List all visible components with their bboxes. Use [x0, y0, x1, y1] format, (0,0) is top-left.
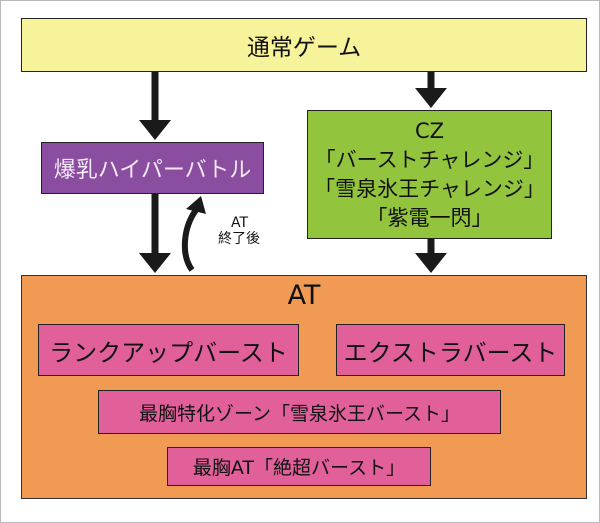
node-normal-game: 通常ゲーム	[21, 18, 587, 72]
node-zetsu-burst-label: 最胸AT「絶超バースト」	[192, 457, 406, 479]
node-cz-line-1: 「バーストチャレンジ」	[314, 147, 545, 172]
node-extra-burst: エクストラバースト	[336, 324, 565, 376]
node-battle-label: 爆乳ハイパーバトル	[53, 158, 252, 183]
node-rank-up-burst: ランクアップバースト	[38, 324, 299, 376]
node-kyoku-zone: 最胸特化ゾーン「雪泉氷王バースト」	[98, 390, 501, 434]
arrow-cz-to-at-head	[415, 253, 447, 273]
arrow-at-return-curve	[181, 208, 199, 272]
arrow-battle-to-at-head	[139, 253, 171, 273]
node-at-title: AT	[287, 280, 321, 311]
node-kyoku-zone-label: 最胸特化ゾーン「雪泉氷王バースト」	[138, 402, 461, 425]
node-cz: CZ 「バーストチャレンジ」 「雪泉氷王チャレンジ」 「紫電一閃」	[307, 110, 552, 239]
node-extra-burst-label: エクストラバースト	[343, 338, 558, 367]
node-zetsu-burst: 最胸AT「絶超バースト」	[167, 447, 431, 486]
arrow-normal-to-battle-head	[139, 120, 171, 140]
arrow-normal-to-cz-head	[415, 88, 447, 108]
node-normal-game-label: 通常ゲーム	[246, 35, 362, 61]
arrow-at-return-head	[186, 196, 206, 214]
node-cz-title: CZ	[414, 118, 445, 143]
edge-label-at: AT	[231, 215, 249, 231]
node-cz-line-3: 「紫電一閃」	[366, 205, 493, 230]
edge-label-at-after: AT 終了後	[218, 215, 278, 247]
node-rank-up-burst-label: ランクアップバースト	[49, 338, 288, 367]
node-cz-line-2: 「雪泉氷王チャレンジ」	[314, 176, 545, 201]
node-battle: 爆乳ハイパーバトル	[41, 142, 264, 194]
edge-label-after-end: 終了後	[218, 231, 260, 247]
